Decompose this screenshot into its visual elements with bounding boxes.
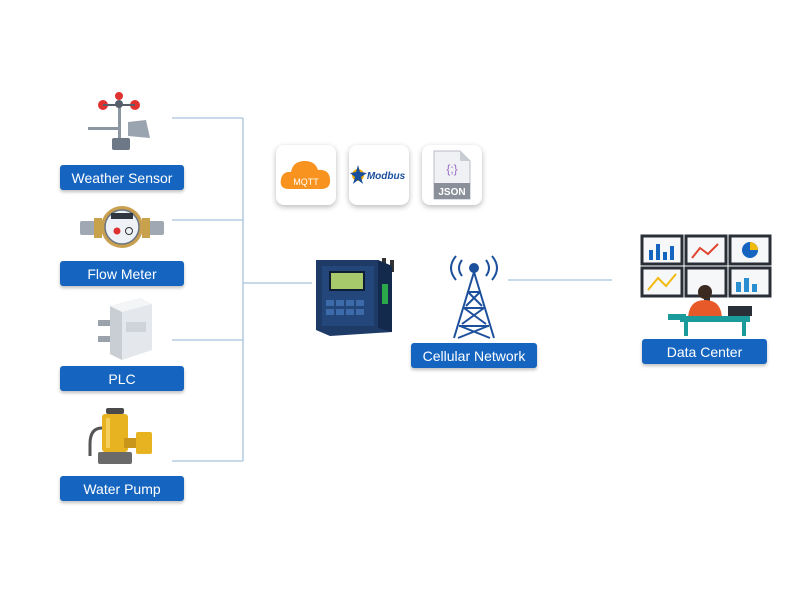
water-meter-icon: [80, 206, 164, 248]
mqtt-text: MQTT: [293, 177, 319, 187]
flow-meter-label: Flow Meter: [60, 261, 184, 286]
mqtt-cloud-icon: MQTT: [280, 161, 331, 189]
cellular-tower: [440, 250, 508, 340]
plc-device: [96, 298, 152, 360]
cellular-network-label: Cellular Network: [411, 343, 537, 368]
flow-meter-device: [80, 204, 164, 250]
plc-module-icon: [98, 298, 152, 360]
cell-tower-icon: [450, 255, 498, 339]
mqtt-protocol-tile: MQTT: [276, 145, 336, 205]
gateway-device: [312, 256, 400, 338]
water-pump-device: [88, 408, 154, 468]
json-protocol-tile: {;} JSON: [422, 145, 482, 205]
data-center-label: Data Center: [642, 339, 767, 364]
modbus-logo-icon: Modbus: [350, 165, 406, 184]
gateway-device-icon: [316, 258, 394, 336]
plc-label: PLC: [60, 366, 184, 391]
data-center-visual: [640, 234, 774, 338]
json-text: JSON: [438, 187, 465, 198]
json-file-icon: {;} JSON: [433, 150, 471, 200]
weather-sensor-device: [84, 92, 158, 152]
svg-text:{;}: {;}: [446, 162, 457, 176]
pump-icon: [88, 408, 152, 464]
modbus-protocol-tile: Modbus: [349, 145, 409, 205]
weather-sensor-label: Weather Sensor: [60, 165, 184, 190]
anemometer-icon: [88, 92, 150, 150]
modbus-text: Modbus: [367, 171, 406, 182]
water-pump-label: Water Pump: [60, 476, 184, 501]
monitoring-operator-icon: [640, 234, 772, 336]
